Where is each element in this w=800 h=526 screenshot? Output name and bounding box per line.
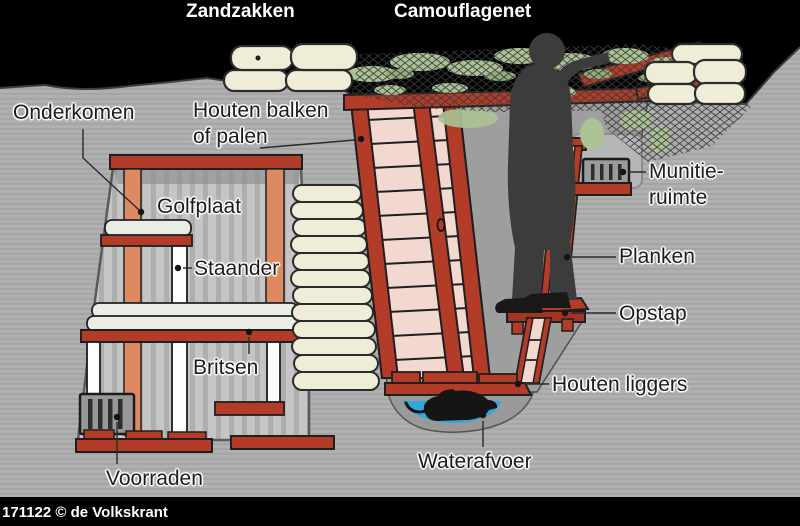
leader-opstap [561,309,616,317]
bench-plank [214,401,285,416]
label-britsen: Britsen [193,356,259,379]
label-staander: Staander [194,257,280,280]
credit-line: 171122 © de Volkskrant [2,504,168,521]
sandbags-left-parapet [222,42,359,93]
label-munitie-line2: ruimte [649,186,708,209]
rat-silhouette [404,389,498,421]
upper-bunk-mattress [104,219,192,237]
label-golfplaat: Golfplaat [157,195,242,218]
leader-waterafvoer [479,411,487,447]
label-waterafvoer: Waterafvoer [418,450,532,473]
label-munitie-line1: Munitie- [649,160,724,183]
label-houten-balken-line1: Houten balken [193,99,329,122]
label-planken: Planken [619,245,695,268]
leader-onderkomen [82,129,145,216]
shelter-roof-beam [109,154,303,170]
leader-munitie [619,168,646,176]
shelter-floor-beam [75,438,213,453]
leader-planken [563,253,616,261]
label-houten-balken-line2: of palen [193,125,268,148]
trench-floor-beams [384,371,533,396]
label-houten-liggers: Houten liggers [552,373,688,396]
label-camouflagenet: Camouflagenet [394,1,532,22]
shelter-dugout [75,154,335,453]
sandbags-right-parapet [643,42,748,106]
label-munitie-ruimte: Munitie- ruimte [649,159,724,211]
supply-crate [78,392,136,436]
label-opstap: Opstap [619,302,687,325]
label-voorraden: Voorraden [106,467,203,490]
leader-houten-liggers [514,380,549,388]
trench-left-wall [348,93,492,379]
leader-lines [82,129,646,464]
leader-britsen [245,328,253,354]
binoculars-icon [552,52,610,92]
label-onderkomen: Onderkomen [13,101,135,124]
leader-voorraden [113,413,121,464]
lower-bunk-mattress [86,315,302,332]
soldier-silhouette [495,33,610,313]
label-zandzakken: Zandzakken [186,1,295,22]
lower-bunk-plank [80,329,305,343]
label-houten-balken: Houten balken of palen [193,98,328,150]
upper-bunk-plank [100,234,193,247]
leader-staander [174,264,192,272]
leader-houten-balken [259,135,365,149]
